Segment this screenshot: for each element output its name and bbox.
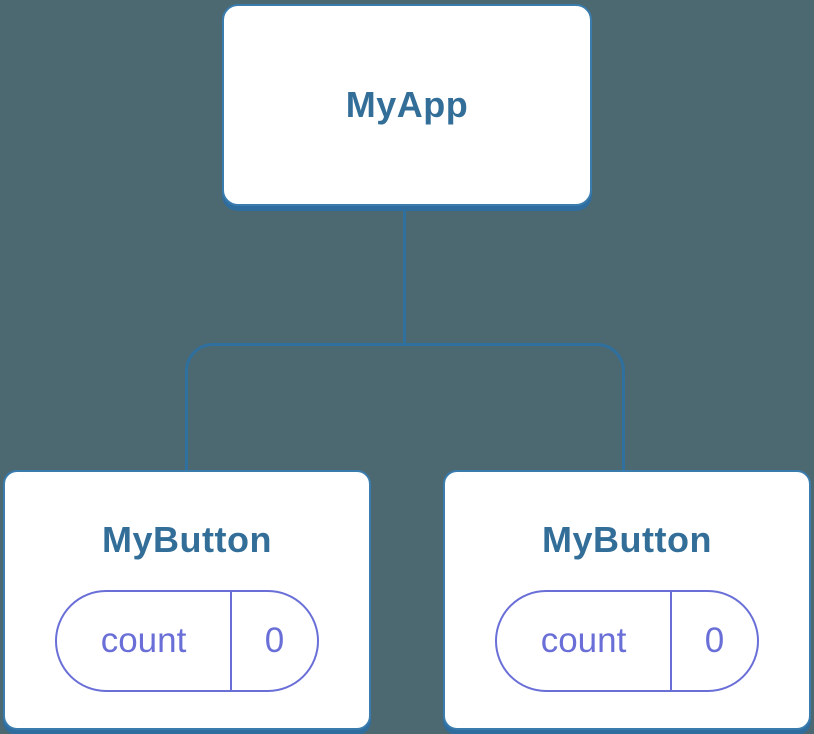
root-connector-line <box>403 206 406 345</box>
child-component-card: MyButton count 0 <box>443 470 811 730</box>
root-component-card: MyApp <box>222 4 592 206</box>
state-key-label: count <box>100 621 187 660</box>
state-key-label: count <box>540 621 627 660</box>
root-component-title: MyApp <box>345 84 469 125</box>
state-pill: count 0 <box>55 590 319 692</box>
child-component-title: MyButton <box>542 519 712 560</box>
child-component-card: MyButton count 0 <box>3 470 371 730</box>
state-pill: count 0 <box>495 590 759 692</box>
children-connector-bracket <box>185 343 625 478</box>
state-value: 0 <box>670 592 757 690</box>
child-component-title: MyButton <box>102 519 272 560</box>
state-value: 0 <box>230 592 317 690</box>
